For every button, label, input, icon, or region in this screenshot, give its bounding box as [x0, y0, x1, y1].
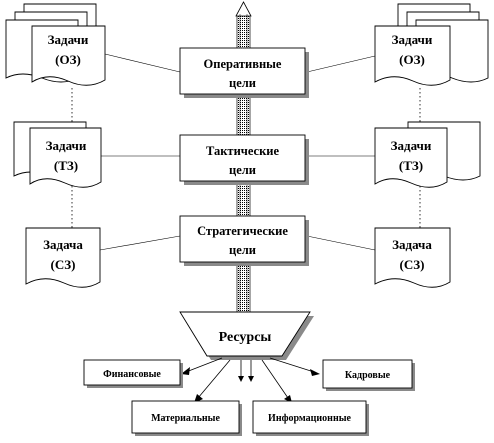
task-label: Задачи: [392, 32, 433, 47]
resources-funnel: Ресурсы: [179, 311, 314, 360]
resources-title: Ресурсы: [219, 330, 272, 345]
goal-title: Тактические: [206, 144, 280, 158]
task-code: (ТЗ): [54, 158, 78, 173]
resource-label: Информационные: [268, 413, 351, 424]
task-code: (ОЗ): [55, 52, 81, 67]
goal-subtitle: цели: [229, 243, 256, 257]
task-doc-operational-left: Задачи (ОЗ): [5, 3, 106, 86]
task-doc-tactical-left: Задачи (ТЗ): [13, 121, 102, 188]
task-doc-strategic-left: Задача (СЗ): [25, 227, 101, 288]
task-code: (ОЗ): [399, 52, 425, 67]
task-doc-strategic-right: Задача (СЗ): [374, 227, 451, 288]
up-arrow-icon: [235, 1, 252, 17]
task-label: Задачи: [391, 138, 432, 153]
resource-arrows: [181, 357, 320, 403]
goal-box-strategic: Стратегические цели: [179, 215, 309, 266]
resource-label: Кадровые: [345, 370, 391, 381]
task-label: Задачи: [46, 138, 87, 153]
task-doc-tactical-right: Задачи (ТЗ): [374, 121, 481, 188]
resource-label: Материальные: [151, 413, 220, 424]
resource-box-personnel: Кадровые: [322, 359, 415, 391]
goal-subtitle: цели: [229, 76, 256, 90]
task-dotted-links: [71, 88, 421, 228]
resource-box-information: Информационные: [252, 400, 369, 436]
task-code: (ТЗ): [399, 158, 423, 173]
goal-title: Оперативные: [204, 57, 282, 71]
resource-box-financial: Финансовые: [83, 359, 183, 388]
goal-box-tactical: Тактические цели: [179, 134, 309, 185]
task-label: Задача: [392, 237, 432, 252]
task-connectors: [99, 53, 376, 251]
resource-box-material: Материальные: [131, 400, 242, 436]
task-label: Задачи: [48, 32, 89, 47]
task-doc-operational-right: Задачи (ОЗ): [374, 3, 489, 86]
goal-subtitle: цели: [229, 163, 256, 177]
resource-label: Финансовые: [103, 369, 161, 380]
task-code: (СЗ): [51, 257, 76, 272]
goal-box-operational: Оперативные цели: [179, 47, 309, 98]
goal-title: Стратегические: [197, 224, 288, 238]
task-label: Задача: [43, 237, 83, 252]
task-code: (СЗ): [400, 257, 425, 272]
